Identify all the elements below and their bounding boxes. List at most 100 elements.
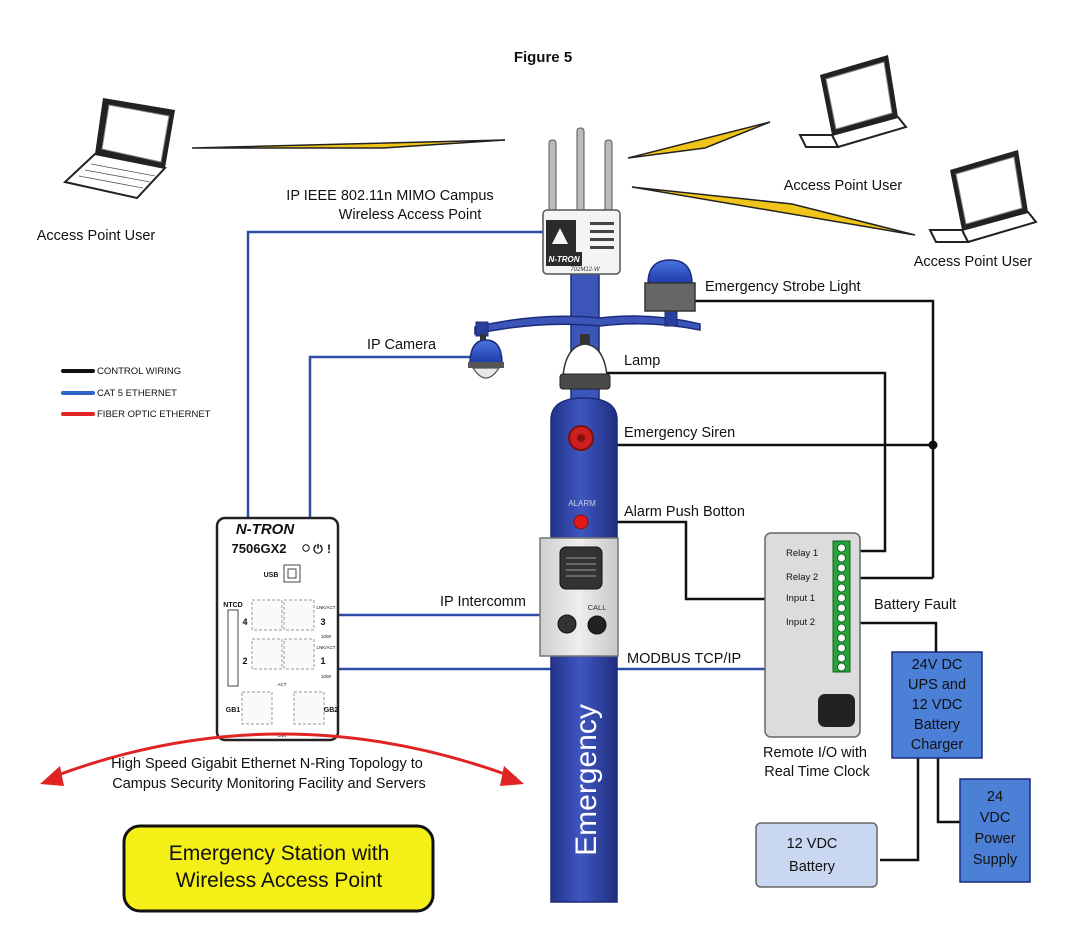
antenna — [604, 139, 613, 213]
port-1-label: 1 — [320, 656, 325, 666]
fiber-arrow-left — [40, 766, 64, 786]
wireless-link-left — [191, 139, 506, 149]
figure-title: Figure 5 — [514, 49, 572, 66]
strobe-label: Emergency Strobe Light — [705, 279, 861, 295]
power-icon: ⏻ — [313, 542, 323, 556]
ups-label: 12 VDC — [912, 697, 963, 713]
usb-label: USB — [264, 572, 279, 579]
psu-label: Power — [974, 831, 1015, 847]
ip-intercomm-label: IP Intercomm — [440, 594, 526, 610]
speaker-icon — [559, 546, 603, 590]
legend-label: CAT 5 ETHERNET — [97, 388, 177, 399]
fiber-ring-arc — [49, 732, 517, 780]
ap-model-label: 702M12-W — [570, 267, 601, 273]
ap-label: Wireless Access Point — [339, 207, 482, 223]
port-2-label: 2 — [242, 656, 247, 666]
wireless-link-right — [631, 186, 916, 236]
cable-ap-to-switch — [246, 230, 545, 518]
legend: CONTROL WIRING CAT 5 ETHERNET FIBER OPTI… — [61, 366, 211, 420]
wire-lamp — [597, 371, 887, 553]
ip-camera-label: IP Camera — [367, 337, 437, 353]
antenna — [548, 139, 557, 213]
act-label: ACT — [278, 682, 287, 687]
wire-strobe — [670, 299, 935, 578]
battery-label: 12 VDC — [787, 836, 838, 852]
relay-2-label: Relay 2 — [786, 572, 818, 583]
alarm-small-label: ALARM — [568, 499, 596, 508]
io-display — [818, 694, 855, 727]
pole-text: Emergency — [570, 704, 603, 856]
title-line: Emergency Station with — [169, 842, 390, 865]
microphone-icon — [557, 614, 577, 634]
ip-camera-icon — [468, 334, 504, 379]
call-label: CALL — [588, 603, 607, 612]
speed-label: 1000 — [321, 674, 332, 679]
power-supply: 24 VDC Power Supply — [959, 778, 1031, 883]
gb1-label: GB1 — [226, 707, 241, 714]
strobe-light-icon — [644, 259, 696, 312]
switch-model: 7506GX2 — [232, 541, 287, 556]
battery: 12 VDC Battery — [755, 822, 878, 888]
gb2-label: GB2 — [324, 707, 339, 714]
legend-label: FIBER OPTIC ETHERNET — [97, 409, 211, 420]
access-point-user-label: Access Point User — [37, 228, 156, 244]
siren-label: Emergency Siren — [624, 425, 735, 441]
laptop-icon — [798, 55, 908, 149]
remote-io-caption: Real Time Clock — [764, 764, 870, 780]
crossbar — [474, 315, 701, 335]
title-box: Emergency Station with Wireless Access P… — [122, 824, 435, 913]
emergency-pole: ALARM CALL Emergency — [539, 397, 619, 903]
fiber-arrow-right — [500, 766, 524, 786]
wire-battery — [880, 758, 920, 862]
ring-label: Campus Security Monitoring Facility and … — [112, 776, 425, 792]
input-1-label: Input 1 — [786, 593, 815, 604]
ntcd-label: NTCD — [223, 602, 242, 609]
call-button[interactable] — [587, 615, 607, 635]
laptop-icon — [928, 150, 1038, 244]
battery-fault-label: Battery Fault — [874, 597, 956, 613]
input-2-label: Input 2 — [786, 617, 815, 628]
wire-junction — [928, 440, 938, 450]
switch-brand: N-TRON — [236, 521, 295, 538]
ap-label: IP IEEE 802.11n MIMO Campus — [286, 188, 493, 204]
rj45-port — [251, 599, 283, 631]
usb-port — [283, 564, 301, 583]
sfp-port-gb1 — [241, 691, 273, 725]
battery-label: Battery — [789, 859, 836, 875]
psu-label: Supply — [973, 852, 1018, 868]
ap-brand-label: N-TRON — [548, 255, 579, 264]
control-wiring — [595, 299, 960, 862]
ntcd-slot — [227, 609, 239, 687]
wireless-access-point: N-TRON 702M12-W — [542, 127, 621, 275]
ups-label: Charger — [911, 737, 964, 753]
cable-camera-to-switch — [308, 355, 470, 518]
ups-label: 24V DC — [912, 657, 963, 673]
ring-label: High Speed Gigabit Ethernet N-Ring Topol… — [111, 756, 423, 772]
network-switch: N-TRON 7506GX2 ⏻ ! USB NTCD 4 3 2 1 LNK/… — [215, 516, 340, 742]
ups-label: Battery — [914, 717, 961, 733]
antenna — [576, 127, 585, 213]
rj45-port — [283, 638, 315, 670]
alarm-button[interactable] — [573, 514, 589, 530]
rj45-port — [283, 599, 315, 631]
cat5-wiring — [246, 230, 765, 671]
alert-icon: ! — [327, 542, 331, 556]
sfp-port-gb2 — [293, 691, 325, 725]
speed-label: 1000 — [321, 634, 332, 639]
port-3-label: 3 — [320, 617, 325, 627]
relay-1-label: Relay 1 — [786, 548, 818, 559]
laptop-icon — [62, 98, 175, 200]
lamp-icon — [559, 334, 611, 390]
modbus-label: MODBUS TCP/IP — [627, 651, 741, 667]
alarm-push-label: Alarm Push Botton — [624, 504, 745, 520]
wire-alarm-button — [595, 520, 765, 601]
lnk-act-label: LNK/ACT — [316, 605, 335, 610]
title-line: Wireless Access Point — [176, 869, 383, 892]
lnk-act-label: LNK/ACT — [316, 645, 335, 650]
wireless-link-top-right — [627, 121, 771, 159]
port-4-label: 4 — [242, 617, 247, 627]
status-led-icon — [302, 544, 310, 552]
wire-power-supply — [936, 758, 960, 824]
